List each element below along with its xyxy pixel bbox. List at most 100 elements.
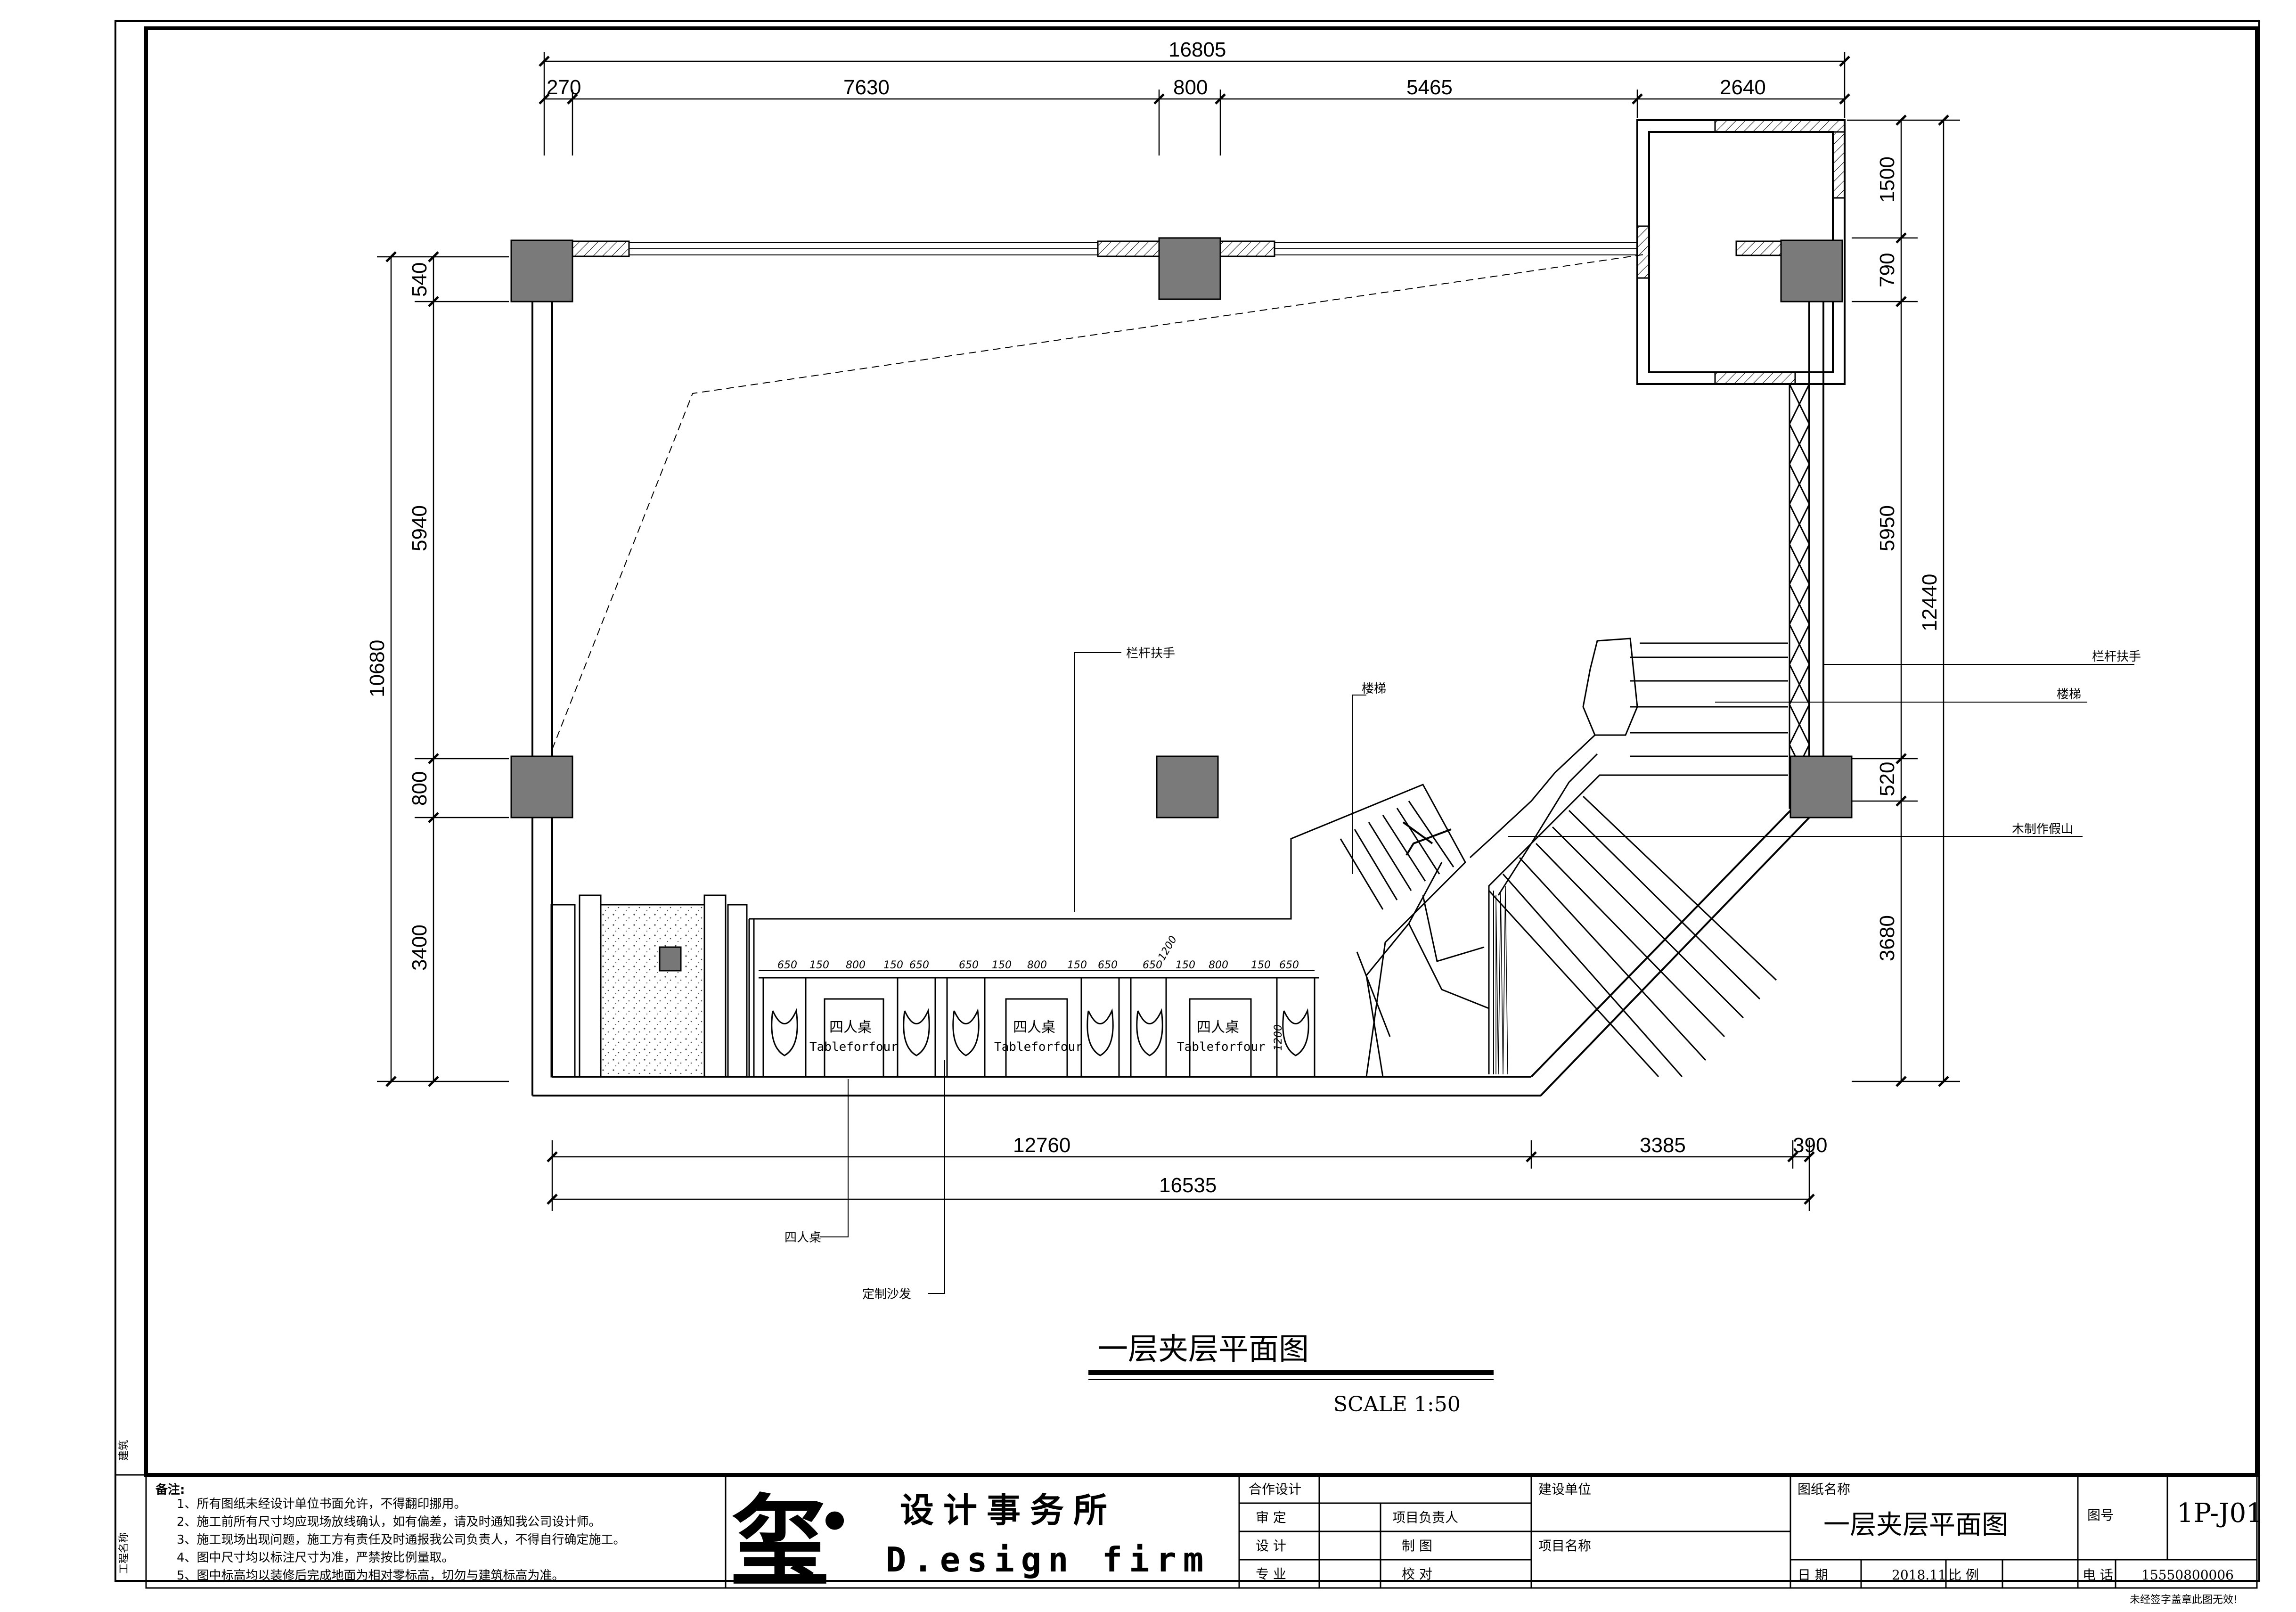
cell-date: 2018.11 <box>1892 1567 1946 1583</box>
dim-right-overall: 12440 <box>1918 574 1941 631</box>
table-label-cn: 四人桌 <box>829 1019 872 1036</box>
columns <box>510 237 1853 818</box>
dim-right-seg: 1500 <box>1876 156 1899 203</box>
dim-left-seg: 540 <box>408 262 431 297</box>
label-railing-right: 栏杆扶手 <box>2092 650 2141 664</box>
cell-design: 设 计 <box>1256 1538 1286 1554</box>
firm-logo: 玺 · 设计事务所 D.esign firm <box>730 1462 1210 1600</box>
dim-left-seg: 800 <box>408 771 431 806</box>
note-line: 2、施工前所有尺寸均应现场放线确认，如有偏差，请及时通知我公司设计师。 <box>177 1515 601 1529</box>
logo-mark: 玺 <box>730 1483 829 1600</box>
fdim: 150 <box>1067 959 1087 971</box>
dim-top-overall: 16805 <box>1168 38 1226 61</box>
sheet-frame-outer <box>114 20 2260 1582</box>
right-stairs <box>1488 642 1788 1078</box>
fdim: 150 <box>883 959 903 971</box>
notes-heading: 备注: <box>155 1482 185 1497</box>
leader-lines <box>820 652 2134 1294</box>
dimension-texts: 16805 270 7630 800 5465 2640 12760 3385 … <box>366 38 1941 1197</box>
title-underline <box>1088 1370 1494 1375</box>
dim-top-seg: 2640 <box>1720 76 1766 99</box>
cell-scale-label: 比 例 <box>1948 1567 1979 1583</box>
fdim: 650 <box>1098 959 1118 971</box>
fdim: 150 <box>1176 959 1195 971</box>
drawing-scale: SCALE 1:50 <box>1333 1392 1461 1416</box>
side-label: 工程名称 <box>118 1532 130 1574</box>
table-label-cn: 四人桌 <box>1197 1019 1239 1036</box>
cell-project-name: 项目名称 <box>1538 1538 1591 1554</box>
dim-left-overall: 10680 <box>366 640 389 697</box>
window-lines <box>629 242 1637 255</box>
cell-specialty: 专 业 <box>1256 1566 1286 1582</box>
cell-phone: 15550800006 <box>2141 1567 2234 1583</box>
dim-bottom-seg: 390 <box>1793 1134 1827 1157</box>
cell-drawing-name: 一层夹层平面图 <box>1823 1510 2008 1540</box>
fdim-height: 1200 <box>1273 1024 1284 1051</box>
dim-left-seg: 5940 <box>408 505 431 551</box>
dim-bottom-seg: 3385 <box>1640 1134 1686 1157</box>
firm-name-en: D.esign firm <box>886 1540 1210 1579</box>
dim-right-seg: 5950 <box>1876 505 1899 551</box>
dim-top-seg: 800 <box>1173 76 1208 99</box>
note-line: 1、所有图纸未经设计单位书面允许，不得翻印挪用。 <box>177 1497 466 1511</box>
fdim: 650 <box>1143 959 1162 971</box>
label-railing-left: 栏杆扶手 <box>1126 646 1175 661</box>
furniture-dim-texts: 650 150 800 150 650 650 150 800 150 650 … <box>777 934 1299 1051</box>
title-block-text: 合作设计 审 定 设 计 专 业 项目负责人 制 图 校 对 建设单位 项目名称… <box>1249 1481 2263 1606</box>
note-line: 4、图中尺寸均以标注尺寸为准，严禁按比例量取。 <box>177 1551 454 1565</box>
dim-top-seg: 5465 <box>1406 76 1453 99</box>
table-label-en: Tableforfour <box>1177 1040 1266 1054</box>
cell-project-lead: 项目负责人 <box>1392 1510 1458 1525</box>
title-block-grid <box>115 1474 2258 1589</box>
fdim: 650 <box>1279 959 1299 971</box>
cell-drafting: 制 图 <box>1402 1538 1432 1554</box>
dim-right-seg: 520 <box>1876 762 1899 796</box>
cell-drawing-no-label: 图号 <box>2087 1507 2114 1523</box>
cell-review: 审 定 <box>1256 1510 1286 1525</box>
table-label-en: Tableforfour <box>809 1040 898 1054</box>
dim-top-seg: 7630 <box>843 76 890 99</box>
note-line: 5、图中标高均以装修后完成地面为相对零标高，切勿与建筑标高为准。 <box>177 1569 564 1583</box>
side-label: 建筑 <box>118 1440 130 1461</box>
fdim: 650 <box>959 959 979 971</box>
dim-bottom-overall: 16535 <box>1159 1174 1217 1197</box>
furniture-zone <box>550 894 1319 1078</box>
note-line: 3、施工现场出现问题，施工方有责任及时通报我公司负责人，不得自行确定施工。 <box>177 1533 626 1547</box>
fdim: 650 <box>777 959 797 971</box>
left-stairs <box>749 784 1466 1077</box>
label-stairs-right: 楼梯 <box>2057 687 2081 702</box>
cell-date-label: 日 期 <box>1798 1567 1828 1583</box>
table-labels: 四人桌 Tableforfour 四人桌 Tableforfour 四人桌 Ta… <box>809 1019 1266 1054</box>
leader-labels: 栏杆扶手 楼梯 栏杆扶手 楼梯 木制作假山 四人桌 定制沙发 <box>784 646 2141 1301</box>
fdim: 150 <box>1251 959 1271 971</box>
cell-coop-design: 合作设计 <box>1249 1481 1301 1497</box>
dimension-ticks <box>385 56 1949 1205</box>
hatched-walls <box>572 119 1846 385</box>
fdim: 150 <box>992 959 1012 971</box>
fdim: 800 <box>846 959 866 971</box>
label-stairs-left: 楼梯 <box>1362 682 1386 696</box>
dim-top-seg: 270 <box>547 76 581 99</box>
fdim: 800 <box>1209 959 1228 971</box>
mezzanine-edge <box>552 254 1645 750</box>
rockery <box>1356 638 1638 1077</box>
dimension-lines <box>377 52 1960 1211</box>
cell-drawing-no: 1P-J01 <box>2177 1498 2263 1529</box>
notes: 备注: 1、所有图纸未经设计单位书面允许，不得翻印挪用。 2、施工前所有尺寸均应… <box>118 1440 626 1583</box>
cell-client: 建设单位 <box>1538 1481 1591 1497</box>
fdim: 800 <box>1027 959 1047 971</box>
stair-truss <box>1789 383 1810 809</box>
fdim: 650 <box>909 959 929 971</box>
dim-right-seg: 3680 <box>1876 915 1899 961</box>
cell-phone-label: 电 话 <box>2083 1567 2113 1583</box>
label-table-callout: 四人桌 <box>784 1231 821 1245</box>
footer-warning: 未经签字盖章此图无效! <box>2130 1594 2238 1606</box>
drawing-title: 一层夹层平面图 <box>1098 1332 1309 1367</box>
table-label-en: Tableforfour <box>994 1040 1083 1054</box>
label-sofa-callout: 定制沙发 <box>862 1287 911 1301</box>
fdim-height: 1200 <box>1156 934 1180 963</box>
fdim: 150 <box>809 959 829 971</box>
firm-name-cn: 设计事务所 <box>900 1490 1117 1530</box>
dim-bottom-seg: 12760 <box>1013 1134 1070 1157</box>
